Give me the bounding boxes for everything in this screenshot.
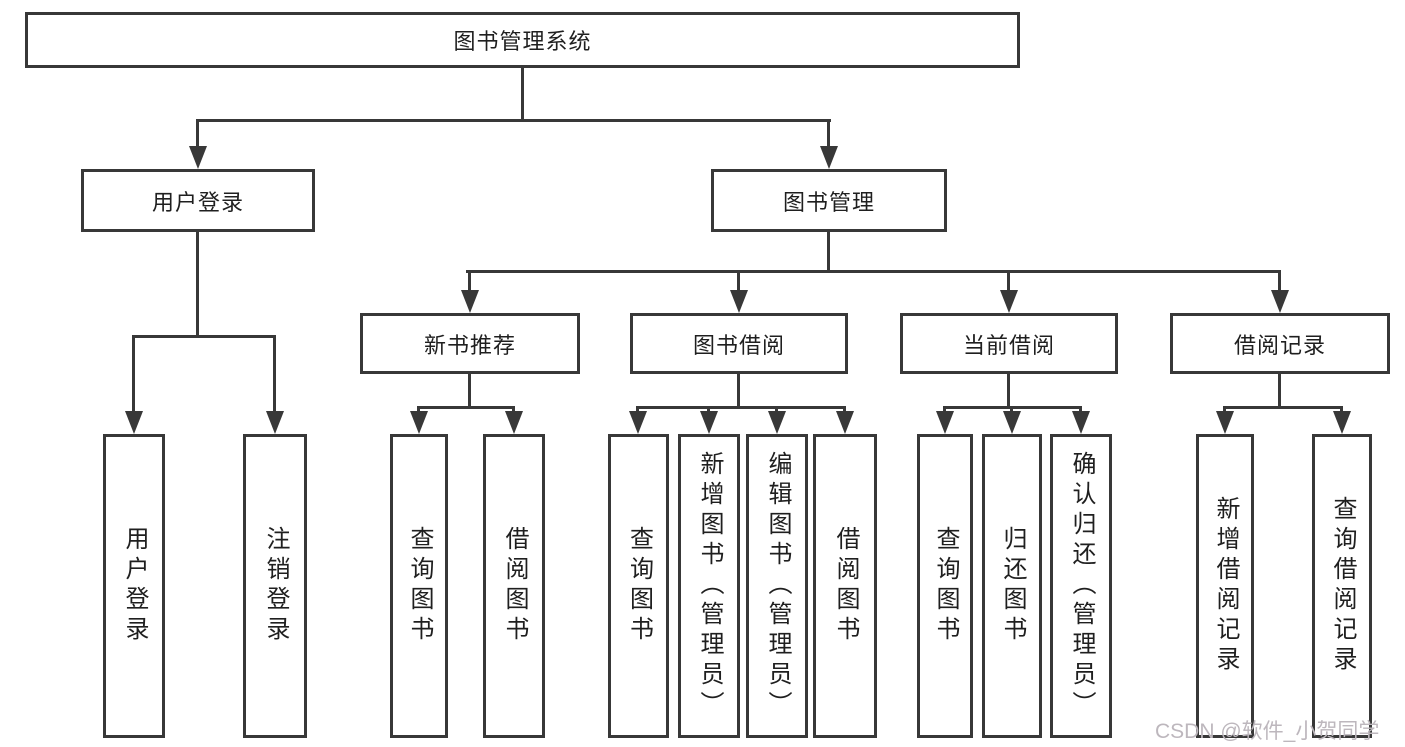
leaf-return-book: 归还图书 <box>982 434 1042 738</box>
connector-line <box>1010 406 1013 414</box>
connector-line <box>1225 406 1342 409</box>
connector-line <box>419 406 514 409</box>
node-new-book-recommendation: 新书推荐 <box>360 313 580 374</box>
arrow-down-icon <box>410 411 428 434</box>
connector-line <box>466 270 1281 273</box>
leaf-query-books-borrow-label: 查询图书 <box>625 526 653 646</box>
arrow-down-icon <box>125 411 143 434</box>
arrow-down-icon <box>1000 290 1018 313</box>
arrow-down-icon <box>936 411 954 434</box>
leaf-add-book-admin: 新增图书（管理员） <box>678 434 740 738</box>
node-current-borrowing-label: 当前借阅 <box>962 332 1055 358</box>
node-current-borrowing: 当前借阅 <box>900 313 1118 374</box>
leaf-query-books-borrow: 查询图书 <box>608 434 669 738</box>
leaf-add-borrow-record-label: 新增借阅记录 <box>1212 496 1239 676</box>
connector-line <box>468 270 471 292</box>
connector-line <box>1007 270 1010 292</box>
arrow-down-icon <box>1216 411 1234 434</box>
connector-line <box>775 406 778 414</box>
node-library-management-system-label: 图书管理系统 <box>453 29 592 54</box>
node-new-book-recommendation-label: 新书推荐 <box>423 332 516 358</box>
node-book-borrowing: 图书借阅 <box>630 313 848 374</box>
leaf-query-books-recommend-label: 查询图书 <box>406 526 433 646</box>
connector-line <box>196 232 199 337</box>
arrow-down-icon <box>836 411 854 434</box>
node-book-borrowing-label: 图书借阅 <box>692 332 785 358</box>
connector-line <box>521 68 524 121</box>
leaf-confirm-return-admin: 确认归还（管理员） <box>1050 434 1112 738</box>
leaf-user-login-label: 用户登录 <box>121 526 148 646</box>
leaf-borrow-books: 借阅图书 <box>813 434 877 738</box>
leaf-borrow-books-recommend-label: 借阅图书 <box>501 526 528 646</box>
arrow-down-icon <box>629 411 647 434</box>
leaf-add-borrow-record: 新增借阅记录 <box>1196 434 1254 738</box>
leaf-user-login: 用户登录 <box>103 434 165 738</box>
arrow-down-icon <box>505 411 523 434</box>
connector-line <box>1278 270 1281 292</box>
connector-line <box>843 406 846 414</box>
connector-line <box>512 406 515 414</box>
node-user-login-label: 用户登录 <box>151 189 244 215</box>
arrow-down-icon <box>189 146 207 169</box>
connector-line <box>197 119 831 122</box>
connector-line <box>638 406 845 409</box>
node-user-login: 用户登录 <box>81 169 315 232</box>
node-borrowing-records-label: 借阅记录 <box>1233 332 1326 358</box>
leaf-add-book-admin-label: 新增图书（管理员） <box>696 451 723 721</box>
leaf-query-books-current: 查询图书 <box>917 434 973 738</box>
connector-line <box>945 406 1081 409</box>
connector-line <box>827 119 830 149</box>
node-library-management-system: 图书管理系统 <box>25 12 1020 68</box>
connector-line <box>737 270 740 292</box>
leaf-borrow-books-recommend: 借阅图书 <box>483 434 545 738</box>
arrow-down-icon <box>730 290 748 313</box>
connector-line <box>1223 406 1226 414</box>
connector-line <box>273 335 276 413</box>
connector-line <box>636 406 639 414</box>
connector-line <box>1278 374 1281 409</box>
node-borrowing-records: 借阅记录 <box>1170 313 1390 374</box>
leaf-query-books-current-label: 查询图书 <box>932 526 959 646</box>
connector-line <box>468 374 471 409</box>
arrow-down-icon <box>768 411 786 434</box>
leaf-edit-book-admin: 编辑图书（管理员） <box>746 434 808 738</box>
csdn-watermark: CSDN @软件_小贺同学 <box>1155 720 1380 743</box>
connector-line <box>196 119 199 149</box>
connector-line <box>133 335 275 338</box>
connector-line <box>1079 406 1082 414</box>
arrow-down-icon <box>700 411 718 434</box>
connector-line <box>943 406 946 414</box>
connector-line <box>1007 374 1010 409</box>
leaf-logout: 注销登录 <box>243 434 307 738</box>
connector-line <box>737 374 740 409</box>
node-book-management-label: 图书管理 <box>782 189 875 215</box>
arrow-down-icon <box>1333 411 1351 434</box>
arrow-down-icon <box>461 290 479 313</box>
arrow-down-icon <box>266 411 284 434</box>
connector-line <box>417 406 420 414</box>
leaf-logout-label: 注销登录 <box>262 526 289 646</box>
arrow-down-icon <box>1003 411 1021 434</box>
node-book-management: 图书管理 <box>711 169 947 232</box>
arrow-down-icon <box>1072 411 1090 434</box>
connector-line <box>1340 406 1343 414</box>
leaf-return-book-label: 归还图书 <box>999 526 1026 646</box>
arrow-down-icon <box>820 146 838 169</box>
connector-line <box>707 406 710 414</box>
leaf-borrow-books-label: 借阅图书 <box>832 526 859 646</box>
leaf-edit-book-admin-label: 编辑图书（管理员） <box>764 451 791 721</box>
leaf-confirm-return-admin-label: 确认归还（管理员） <box>1068 451 1095 721</box>
arrow-down-icon <box>1271 290 1289 313</box>
connector-line <box>132 335 135 413</box>
leaf-query-borrow-record-label: 查询借阅记录 <box>1329 496 1356 676</box>
leaf-query-books-recommend: 查询图书 <box>390 434 448 738</box>
leaf-query-borrow-record: 查询借阅记录 <box>1312 434 1372 738</box>
connector-line <box>827 232 830 272</box>
